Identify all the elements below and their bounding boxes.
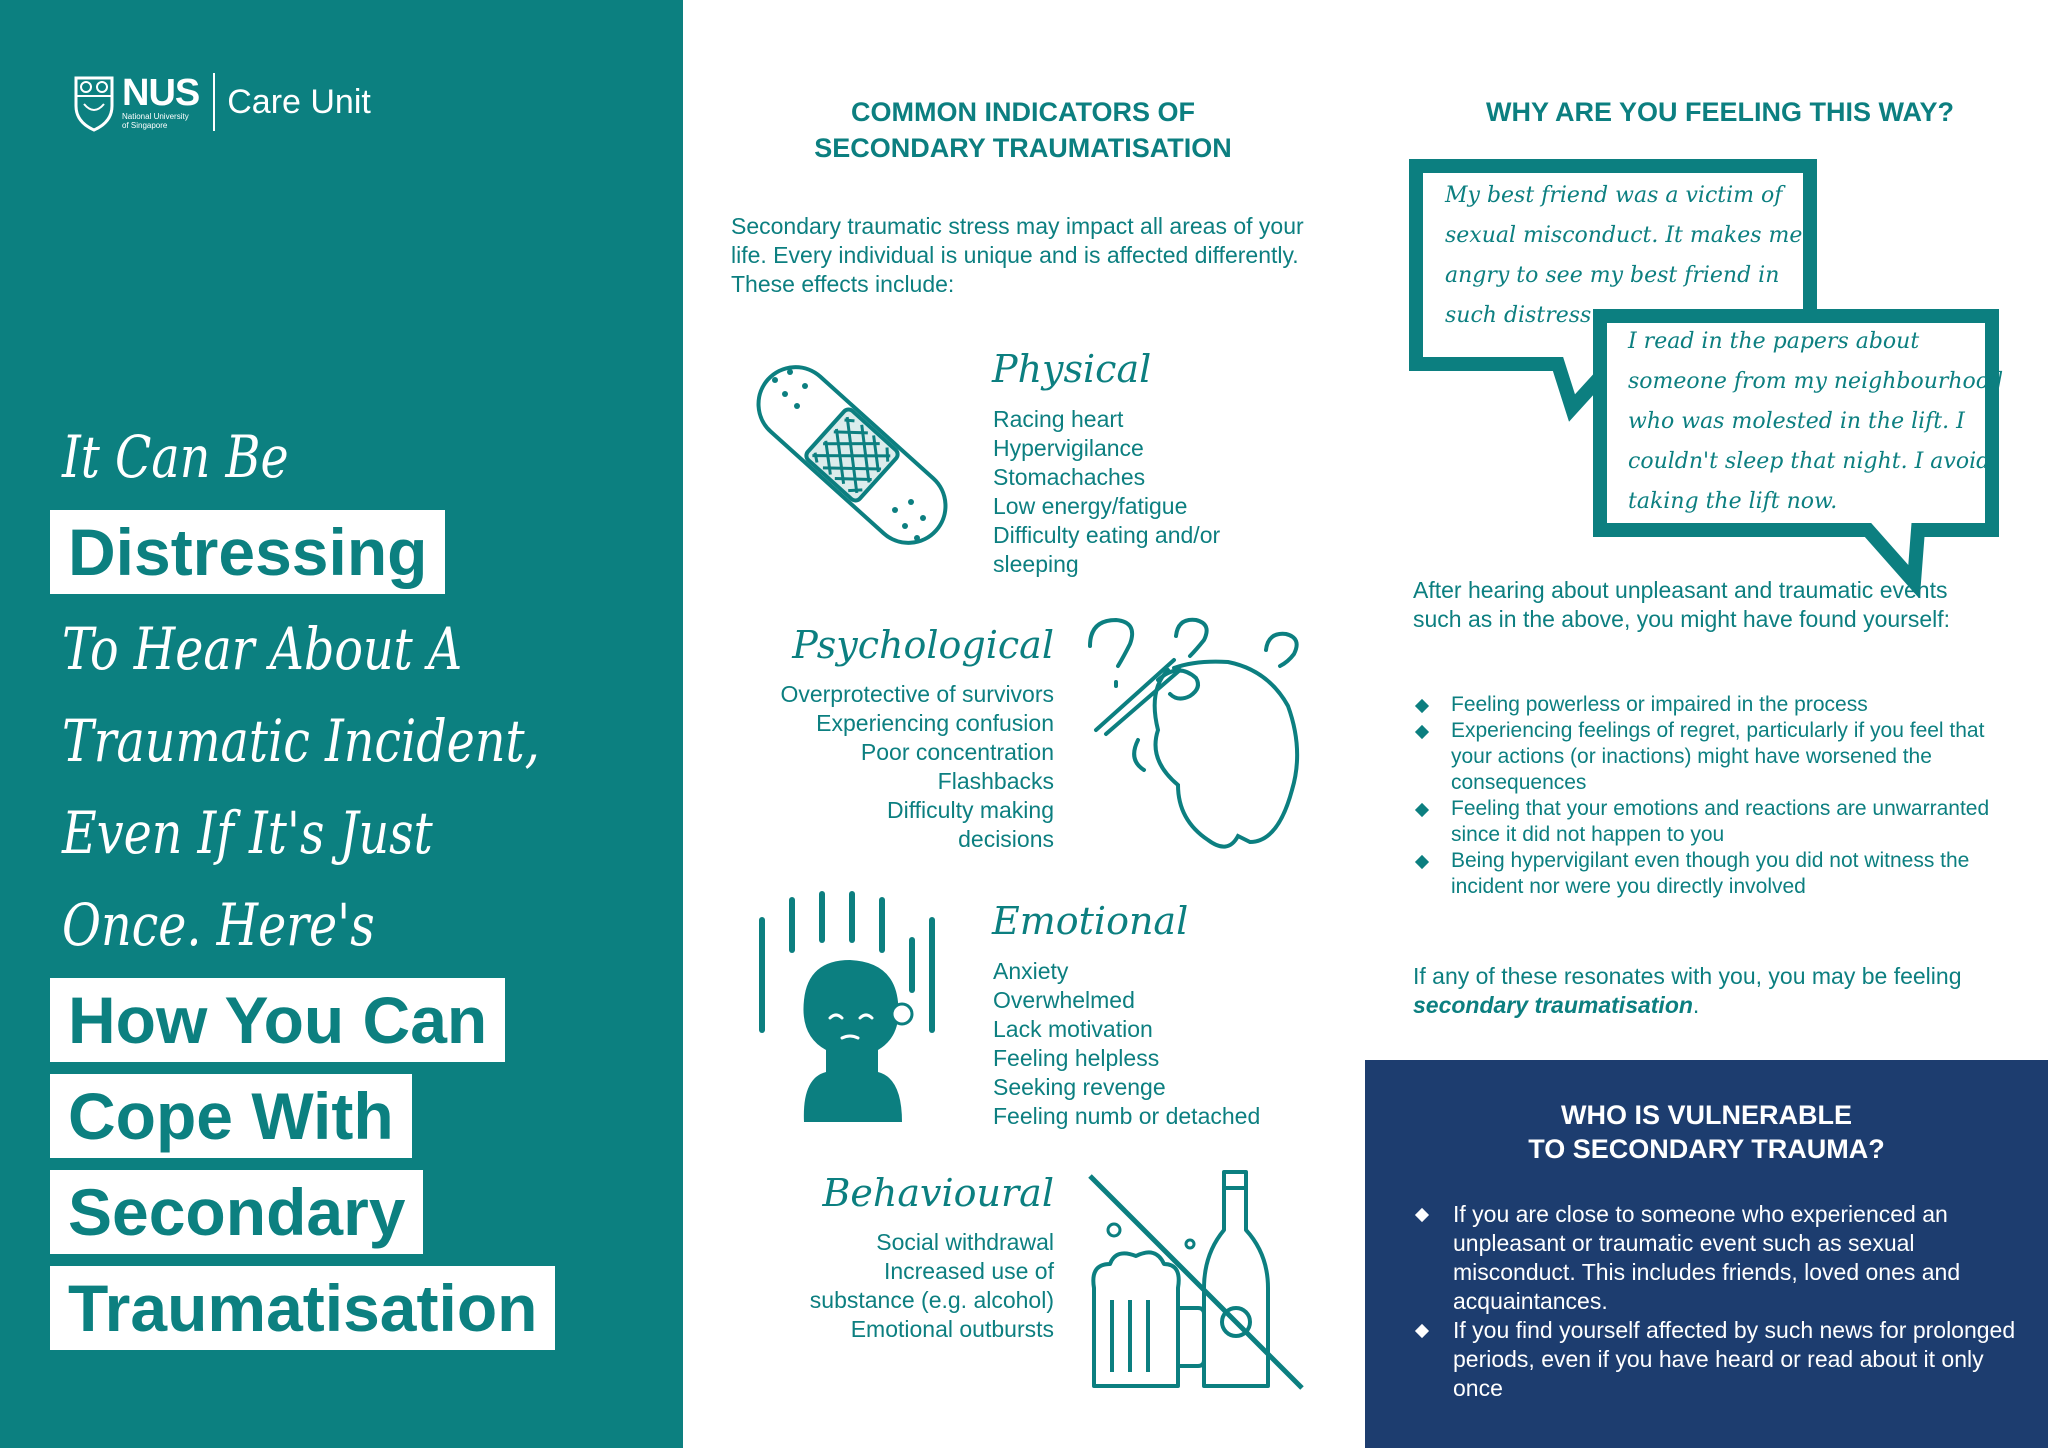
- list-item: Stomachaches: [993, 464, 1146, 490]
- vulnerable-heading-line: WHO IS VULNERABLE: [1560, 1100, 1852, 1130]
- quote-line: taking the lift now.: [1628, 489, 1838, 514]
- list-item: substance (e.g. alcohol): [809, 1287, 1054, 1313]
- cover-panel: NUS National University of Singapore Car…: [0, 0, 683, 1448]
- quote-best-friend: My best friend was a victim of sexual mi…: [1445, 176, 1802, 336]
- conclusion-text: If any of these resonates with you, you …: [1413, 962, 2013, 1020]
- vulnerable-list: If you are close to someone who experien…: [1413, 1200, 2023, 1403]
- bullet-diamond-icon: [1414, 698, 1430, 714]
- quote-line: who was molested in the lift. I: [1628, 409, 1965, 434]
- category-list-psychological: Overprotective of survivors Experiencing…: [780, 680, 1054, 854]
- list-item-text: Experiencing feelings of regret, particu…: [1451, 719, 1985, 794]
- cover-highlight-line: Distressing: [50, 510, 446, 594]
- why-heading: WHY ARE YOU FEELING THIS WAY?: [1485, 97, 1955, 127]
- cover-script-line: To Hear About A: [62, 615, 463, 683]
- vulnerable-heading: WHO IS VULNERABLE TO SECONDARY TRAUMA?: [1365, 1098, 2048, 1166]
- after-hearing-text: After hearing about unpleasant and traum…: [1413, 577, 1950, 632]
- list-item: Hypervigilance: [993, 435, 1144, 461]
- list-item: Being hypervigilant even though you did …: [1413, 848, 1993, 900]
- bullet-diamond-icon: [1414, 854, 1430, 870]
- no-alcohol-icon: [1088, 1170, 1304, 1390]
- category-title-physical: Physical: [992, 347, 1152, 391]
- list-item: sleeping: [993, 551, 1079, 577]
- list-item: If you find yourself affected by such ne…: [1413, 1316, 2023, 1403]
- quote-line: sexual misconduct. It makes me: [1445, 223, 1803, 248]
- bullet-diamond-icon: [1414, 1207, 1430, 1223]
- list-item: Feeling powerless or impaired in the pro…: [1413, 692, 1993, 718]
- category-list-behavioural: Social withdrawal Increased use of subst…: [810, 1228, 1054, 1344]
- list-item-text: If you find yourself affected by such ne…: [1453, 1317, 2016, 1401]
- list-item: Seeking revenge: [993, 1074, 1166, 1100]
- quote-line: I read in the papers about: [1628, 329, 1920, 354]
- category-title-emotional: Emotional: [992, 899, 1189, 943]
- nus-care-unit-logo: NUS National University of Singapore Car…: [72, 70, 371, 134]
- list-item-text: If you are close to someone who experien…: [1453, 1201, 1961, 1314]
- cover-script-line: Once. Here's: [62, 891, 375, 959]
- list-item: Overprotective of survivors: [780, 681, 1054, 707]
- category-list-emotional: Anxiety Overwhelmed Lack motivation Feel…: [993, 957, 1260, 1131]
- quote-line: such distress.: [1445, 303, 1599, 328]
- feelings-list: Feeling powerless or impaired in the pro…: [1413, 692, 1993, 900]
- list-item: Feeling numb or detached: [993, 1103, 1261, 1129]
- quote-neighbourhood: I read in the papers about someone from …: [1628, 322, 2003, 522]
- quote-line: couldn't sleep that night. I avoid: [1628, 449, 1991, 474]
- list-item: Feeling that your emotions and reactions…: [1413, 796, 1993, 848]
- list-item-text: Feeling that your emotions and reactions…: [1451, 797, 1990, 846]
- indicators-heading: COMMON INDICATORS OF SECONDARY TRAUMATIS…: [728, 94, 1318, 166]
- list-item-text: Feeling powerless or impaired in the pro…: [1451, 693, 1868, 716]
- list-item: Anxiety: [993, 958, 1069, 984]
- category-title-behavioural: Behavioural: [822, 1171, 1055, 1215]
- quote-line: My best friend was a victim of: [1445, 183, 1783, 208]
- list-item: Overwhelmed: [993, 987, 1135, 1013]
- category-title-psychological: Psychological: [792, 623, 1054, 667]
- bullet-diamond-icon: [1414, 1323, 1430, 1339]
- speech-bubbles-graphic: [1409, 159, 1999, 598]
- vulnerable-heading-line: TO SECONDARY TRAUMA?: [1528, 1134, 1885, 1164]
- cover-highlight-line: Secondary: [50, 1170, 424, 1254]
- list-item: Experiencing feelings of regret, particu…: [1413, 718, 1993, 796]
- cover-script-line: It Can Be: [62, 423, 289, 491]
- list-item-text: Being hypervigilant even though you did …: [1451, 849, 1970, 898]
- indicators-heading-line: COMMON INDICATORS OF: [851, 97, 1195, 127]
- cover-highlight-line: Cope With: [50, 1074, 412, 1158]
- cover-highlight-line: Traumatisation: [50, 1266, 556, 1350]
- list-item: Difficulty eating and/or: [993, 522, 1221, 548]
- nus-wordmark: NUS: [122, 72, 200, 114]
- cover-script-line: Even If It's Just: [62, 799, 433, 867]
- list-item: Social withdrawal: [876, 1229, 1054, 1255]
- logo-divider: [213, 73, 216, 131]
- indicators-intro: Secondary traumatic stress may impact al…: [731, 213, 1304, 297]
- conclusion-emphasis: secondary traumatisation: [1413, 992, 1693, 1018]
- list-item: Racing heart: [993, 406, 1124, 432]
- vulnerable-box: WHO IS VULNERABLE TO SECONDARY TRAUMA? I…: [1365, 1060, 2048, 1448]
- confused-head-icon: [1088, 617, 1300, 849]
- list-item: Poor concentration: [860, 739, 1054, 765]
- list-item: Experiencing confusion: [816, 710, 1054, 736]
- list-item: Low energy/fatigue: [993, 493, 1188, 519]
- nus-crest-icon: [74, 76, 114, 132]
- list-item: Flashbacks: [937, 768, 1054, 794]
- distressed-person-icon: [759, 891, 935, 1122]
- nus-subtitle-1: National University: [122, 112, 189, 121]
- conclusion-suffix: .: [1692, 992, 1700, 1018]
- list-item: If you are close to someone who experien…: [1413, 1200, 2023, 1316]
- bandage-icon: [756, 365, 948, 545]
- nus-subtitle-2: of Singapore: [122, 121, 168, 130]
- bullet-diamond-icon: [1414, 802, 1430, 818]
- bullet-diamond-icon: [1414, 724, 1430, 740]
- category-list-physical: Racing heart Hypervigilance Stomachaches…: [993, 405, 1220, 579]
- list-item: Increased use of: [883, 1258, 1054, 1284]
- cover-script-line: Traumatic Incident,: [62, 707, 540, 775]
- list-item: Lack motivation: [993, 1016, 1153, 1042]
- indicators-heading-line: SECONDARY TRAUMATISATION: [814, 133, 1232, 163]
- list-item: Feeling helpless: [993, 1045, 1160, 1071]
- quote-line: angry to see my best friend in: [1445, 263, 1780, 288]
- cover-highlight-line: How You Can: [50, 978, 506, 1062]
- care-unit-label: Care Unit: [227, 82, 371, 121]
- list-item: decisions: [958, 826, 1054, 852]
- quote-line: someone from my neighbourhood: [1628, 369, 2004, 394]
- list-item: Difficulty making: [886, 797, 1054, 823]
- list-item: Emotional outbursts: [850, 1316, 1054, 1342]
- conclusion-prefix: If any of these resonates with you, you …: [1413, 963, 1962, 989]
